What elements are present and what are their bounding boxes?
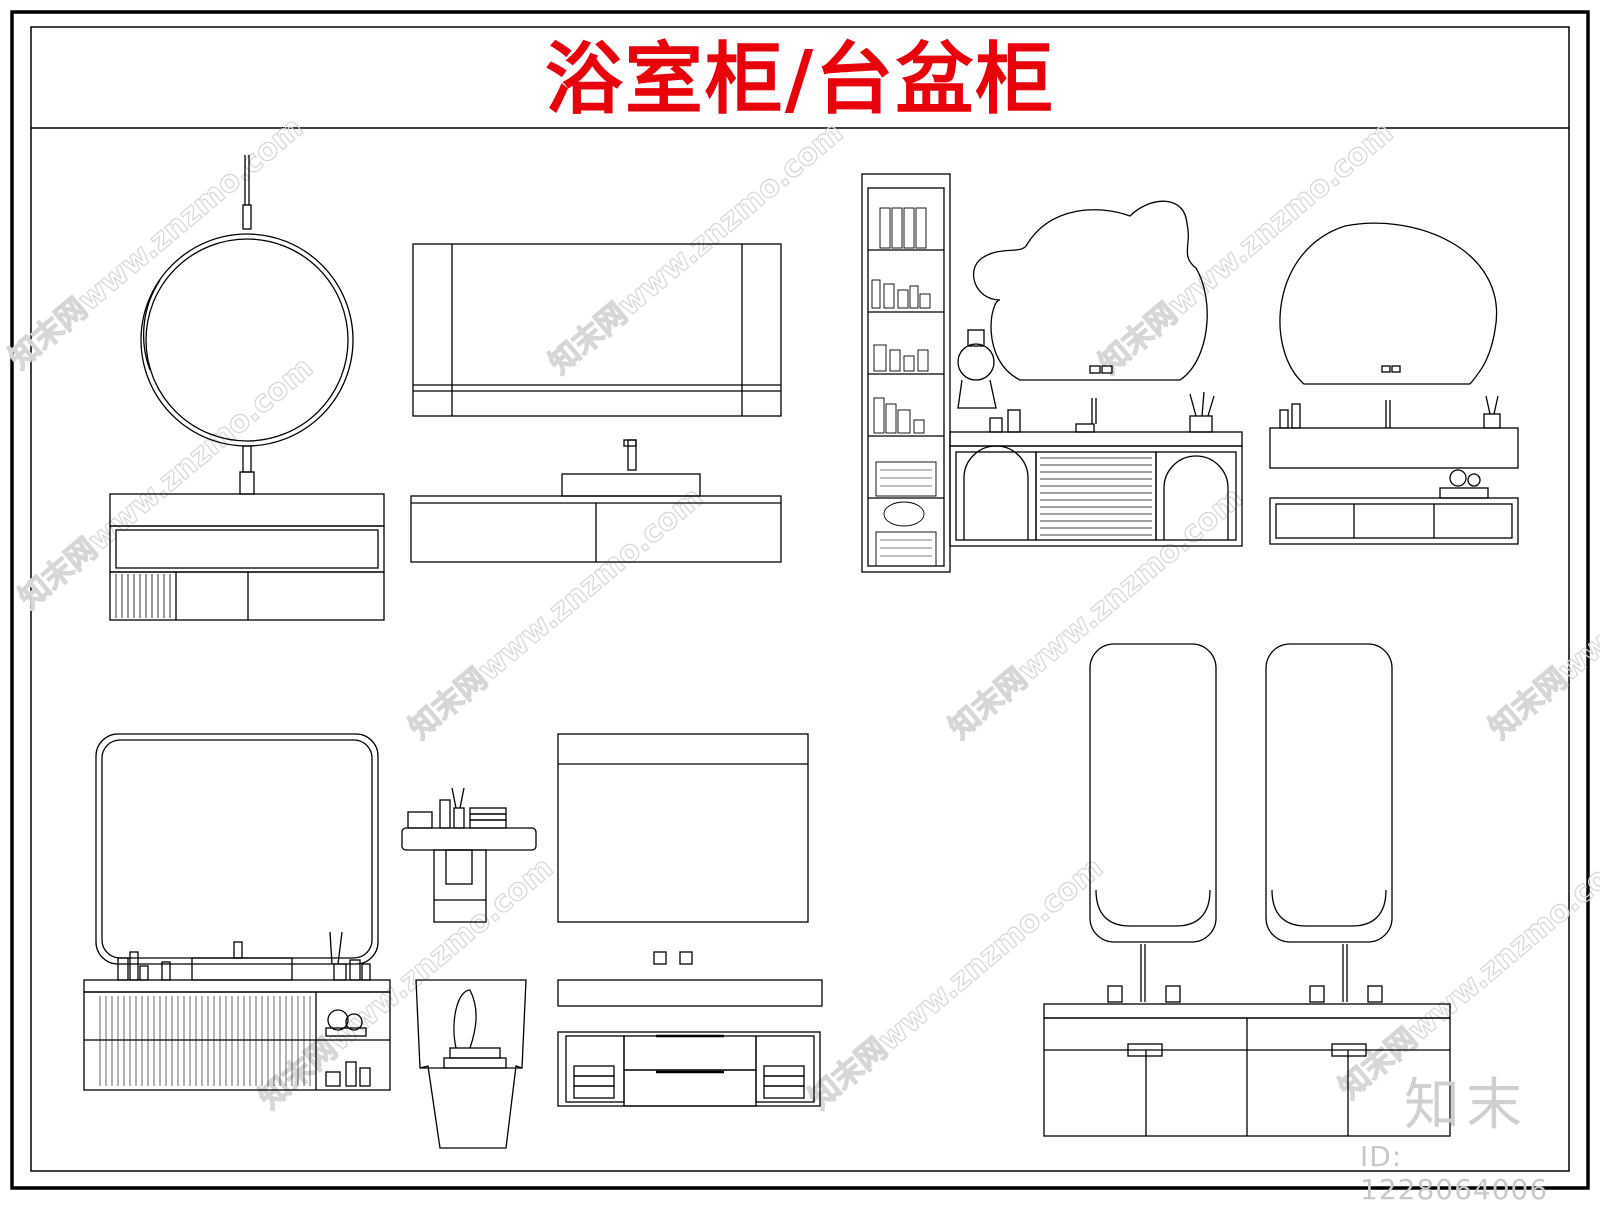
inner-frame — [30, 26, 1570, 1172]
tall-mirror-left — [1089, 643, 1217, 943]
vanity-round-mirror — [109, 155, 385, 621]
arch-mirror — [1279, 222, 1498, 385]
watermark-5: 知末网www.znzmo.com — [403, 480, 710, 746]
outer-frame — [10, 10, 1590, 1190]
vanity-mirror-cabinet — [410, 243, 782, 563]
vanity-cloud-mirror — [861, 173, 1243, 573]
countertop-5 — [83, 979, 391, 993]
vanity-double-mirror — [1043, 643, 1451, 1137]
cabinet-lower — [109, 571, 385, 621]
cabinet-7 — [557, 1031, 821, 1107]
drawer-unit-4 — [1269, 497, 1519, 545]
watermark-6: 知末网www.znzmo.com — [943, 480, 1250, 746]
countertop-7 — [557, 979, 823, 1007]
watermark-3: 知末网www.znzmo.com — [1093, 115, 1400, 381]
counter-shelf-4 — [1269, 427, 1519, 469]
watermark-8: 知末网www.znzmo.com — [253, 850, 560, 1116]
square-mirror — [557, 733, 809, 923]
watermark-9: 知末网www.znzmo.com — [803, 850, 1110, 1116]
brand-watermark: 知末 — [1404, 1073, 1528, 1138]
countertop-8 — [1043, 1003, 1451, 1019]
watermark-layer: 知末网www.znzmo.com 知末网www.znzmo.com 知末网www… — [2, 110, 1600, 1117]
cabinet-5 — [83, 991, 391, 1091]
cloud-mirror — [972, 200, 1208, 381]
vanity-arch-mirror — [1269, 222, 1519, 545]
towel-rack-pedestal — [401, 787, 537, 1149]
towel-rack — [401, 827, 537, 851]
watermark-7: 知末网www.znzmo.com — [1483, 480, 1600, 746]
cabinet-3 — [949, 445, 1243, 547]
large-mirror — [95, 733, 379, 965]
tall-shelf — [861, 173, 951, 573]
tall-mirror-right — [1265, 643, 1393, 943]
watermark-2: 知末网www.znzmo.com — [543, 115, 850, 381]
drawing-title: 浴室柜/台盆柜 — [544, 34, 1056, 125]
sheet-id: ID: 1228064006 — [1360, 1140, 1549, 1206]
vanity-large-mirror — [83, 733, 391, 1091]
mirror-cabinet — [412, 243, 782, 417]
vanity-square-mirror — [557, 733, 823, 1107]
basket-2 — [875, 531, 937, 567]
watermark-1: 知末网www.znzmo.com — [3, 110, 310, 376]
watermark-4: 知末网www.znzmo.com — [13, 350, 320, 616]
basket-1 — [875, 461, 937, 497]
countertop-3 — [949, 431, 1243, 447]
